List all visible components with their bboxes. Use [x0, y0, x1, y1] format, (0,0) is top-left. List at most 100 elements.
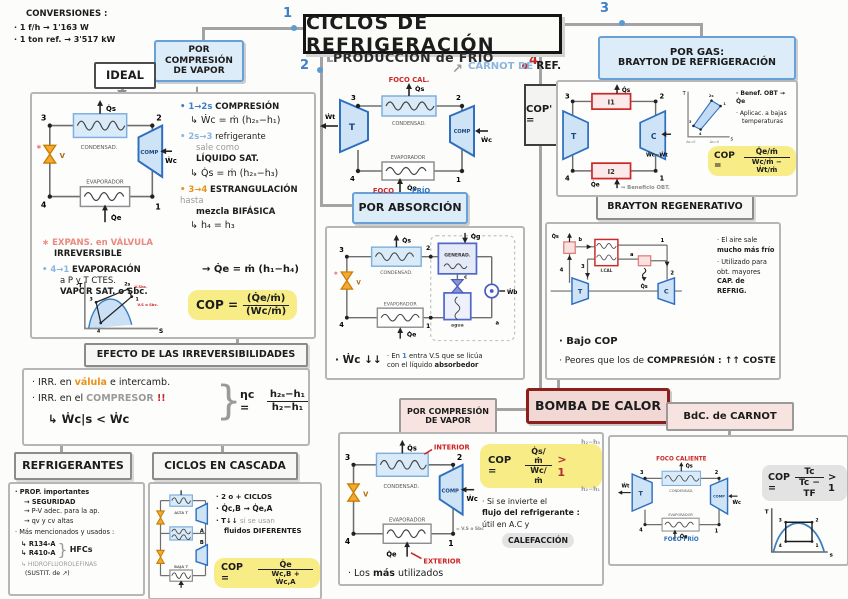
arrowhead [397, 327, 404, 333]
qe-label: Q̇e [407, 331, 416, 339]
ical-label: I.CAL [600, 268, 612, 273]
arrowhead [160, 148, 167, 155]
bomba-compresion-box: Q̇s INTERIOR EXTERIOR Q̇e = V.S o Sbc 3 … [338, 432, 604, 586]
condenser-coil [374, 252, 415, 262]
state-dots [355, 103, 465, 174]
connector [700, 23, 703, 38]
refrigerant-name: ↳ R134-A [21, 539, 56, 548]
state-label: c [464, 275, 467, 281]
flow-arrow [586, 244, 592, 250]
state-label: 1 [661, 238, 665, 244]
connector [202, 27, 205, 43]
note-part: si se usan [240, 516, 275, 525]
cop-numerator: Q̇s/ṁ [524, 447, 553, 467]
note-part: · IRR. en [32, 377, 75, 388]
connector [60, 440, 63, 452]
note-line: · Aplicac. a bajas [736, 109, 787, 117]
evaporator [79, 185, 131, 208]
cop-lhs: COP = [221, 562, 244, 585]
page-title: CICLOS DE REFRIGERACIÓN [303, 12, 562, 56]
cascada-notes: · 2 o + CICLOS · Q̇c,B ⇝ Q̇e,A · T↓↓ si … [216, 492, 316, 537]
cop-lhs: COP' = [526, 104, 553, 126]
qe-label: Q̇e [111, 214, 122, 222]
qs-label: Q̇s [407, 444, 417, 452]
foco-frio-label: FOCO [373, 187, 394, 195]
arrowhead [460, 486, 467, 493]
condenser-coil [379, 459, 427, 470]
ts-note: Δs=0 [686, 140, 695, 144]
state-label: 3 [41, 114, 46, 123]
state-label: a [496, 320, 500, 326]
compressor-label: COMP [140, 150, 158, 156]
step-name: ESTRANGULACIÓN [210, 184, 298, 195]
condenser-coil [76, 120, 126, 131]
w-net-label: Ẇc−Ẇt [646, 151, 668, 158]
step-formula: ↳ Ẇc = ṁ (h₂ₛ−h₁) [190, 115, 281, 127]
conversion-line: · 1 f/h → 1'163 W [14, 22, 89, 32]
note-part: más [372, 568, 395, 579]
qs-label: Q̇s [552, 233, 559, 240]
label-line: POR COMPRESIÓN [407, 406, 489, 416]
regen-notes: · El aire sale mucho más frío · Utilizad… [717, 236, 775, 296]
cop-denominator: Tc − TF [798, 478, 820, 499]
ts-axis-label: T [78, 282, 83, 289]
ts-axis-label: s [730, 136, 733, 142]
qs-label: Q̇s [106, 105, 116, 113]
evaporator-coil [380, 313, 420, 322]
ts-state: 3 [90, 296, 93, 302]
absorcion-note: · En 1 entra V.S que se licúa con el líq… [387, 352, 519, 370]
turbine [571, 276, 590, 306]
compressor [438, 463, 464, 517]
branch-dot-2 [317, 67, 323, 73]
ts-dots [692, 99, 722, 131]
refrigerant-name: ↳ R410-A [21, 549, 56, 558]
ts-axes [687, 91, 730, 138]
evaporator-label: EVAPORADOR [391, 155, 426, 161]
ref-word: REF. [536, 60, 562, 72]
label-por-absorcion: POR ABSORCIÓN [352, 192, 468, 224]
step-formula: ↳ h₄ = h₃ [190, 220, 235, 232]
solution-valve-icon [450, 285, 465, 294]
ts-axis-label: T [765, 510, 769, 516]
qs-squiggle [641, 267, 647, 279]
turbine-label: T [571, 132, 577, 141]
eta-numerator: h₂ₛ−h₁ [266, 389, 308, 402]
brayton-schematic: I1 I2 T C Q̇s Q̇e ⇒ Beneficio OBT. Ẇc−Ẇt… [562, 84, 672, 191]
turbine [562, 109, 589, 161]
evaporator [376, 307, 424, 328]
wb-label: Ẇb [507, 289, 517, 296]
absorcion-schematic: Q̇s Q̇g Q̇e Ẇb GENERAD. agua CONDENSAD. … [334, 232, 517, 342]
brayton-regen-box: Q̇s Q̇s I.CAL T C b 1 2 a 3 4 · El aire … [545, 222, 781, 380]
arrowhead [462, 237, 468, 244]
step-range: • 4→1 [42, 265, 70, 276]
ts-state: 4 [779, 543, 782, 549]
step-note: hasta [180, 195, 204, 206]
state-label: 2 [670, 271, 674, 277]
bomba-schematic: Q̇s INTERIOR EXTERIOR Q̇e = V.S o Sbc 3 … [345, 439, 484, 565]
arrowhead [393, 234, 400, 241]
ts-axes [84, 281, 158, 330]
state-label: 1 [448, 539, 453, 548]
branch-dot-3 [619, 20, 625, 26]
state-dots [47, 123, 155, 199]
generator-label: GENERAD. [444, 253, 471, 259]
note-line: ↳ HIDROFLUOROLEFINAS [21, 560, 97, 568]
evaporator [381, 161, 435, 181]
cop-numerator: Q̇e [258, 560, 313, 571]
state-dots [351, 462, 456, 536]
note-line: → P-V adec. para la ap. [24, 507, 100, 516]
ts-state: 1 [816, 543, 819, 549]
ts-note: V.Sbc. [135, 285, 148, 289]
note-part: COMPRESOR [86, 393, 154, 404]
note-line: mucho más frío [717, 245, 775, 254]
ideal-ts-diagram: T S 3 2s 1 4 V.Sbc. V.S o Sbc. [78, 281, 163, 335]
state-label: 2 [426, 245, 430, 252]
condenser [381, 95, 437, 117]
expansion-note: IRREVERSIBLE [54, 249, 122, 260]
valve-icon [42, 152, 58, 164]
brayton-gas-box: I1 I2 T C Q̇s Q̇e ⇒ Beneficio OBT. Ẇc−Ẇt… [556, 80, 798, 197]
label-line: DE VAPOR [425, 416, 471, 425]
